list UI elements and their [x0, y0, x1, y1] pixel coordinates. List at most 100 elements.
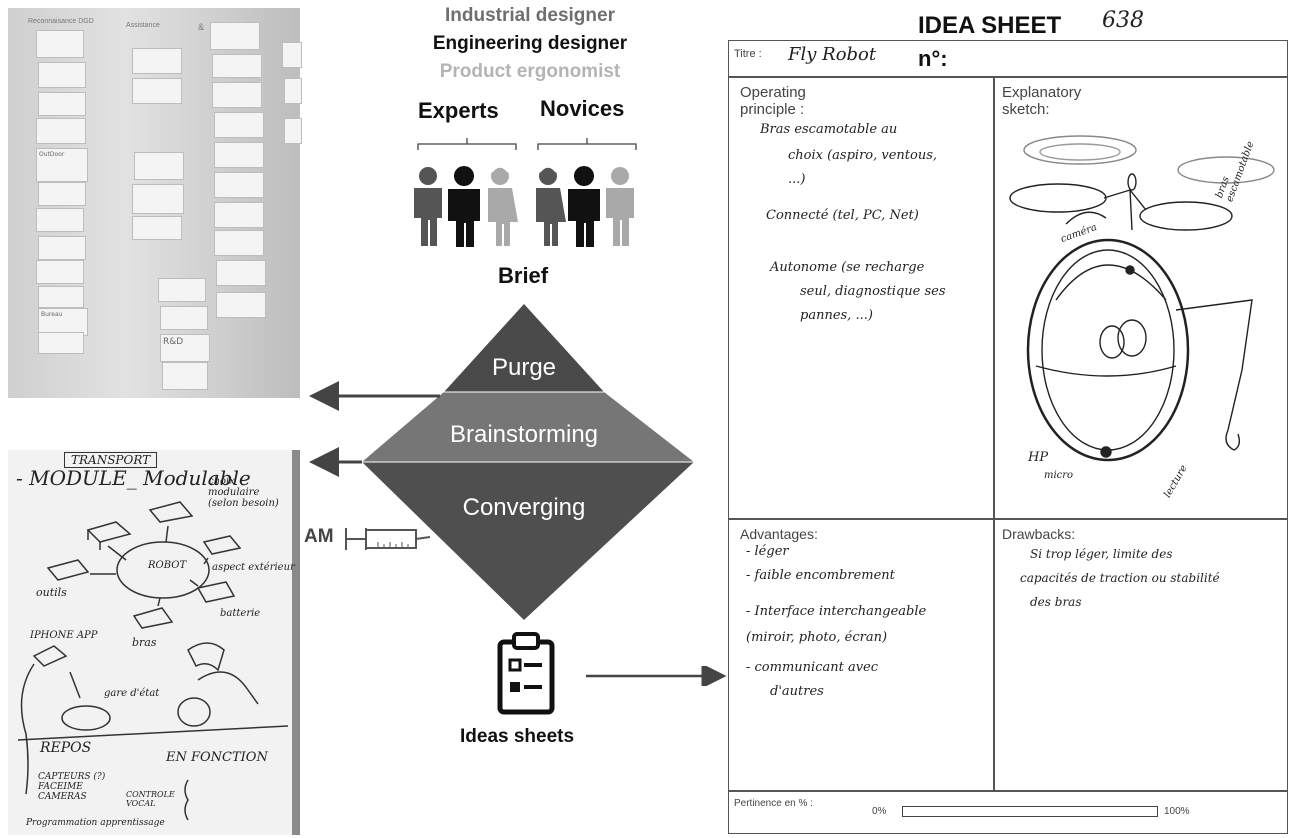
person-icon	[488, 166, 518, 246]
sticky-note	[132, 216, 182, 240]
flipchart-label: IPHONE APP	[30, 630, 98, 641]
sticky-note	[284, 118, 302, 144]
person-icon	[414, 167, 442, 246]
flipchart-label: bras	[132, 636, 157, 649]
sticky-note	[210, 22, 260, 50]
pertinence-bar	[902, 806, 1158, 817]
title-label: Titre :	[734, 48, 762, 60]
sticky-note	[36, 208, 84, 232]
photo-flipchart: TRANSPORT - MODULE_ Modulable choix modu…	[8, 450, 300, 835]
idea-sheet-number-value: 638	[1102, 8, 1144, 33]
title-value: Fly Robot	[788, 44, 877, 65]
role-industrial-designer: Industrial designer	[445, 5, 615, 26]
group-experts-label: Experts	[418, 98, 499, 123]
ideas-sheets-label: Ideas sheets	[460, 726, 575, 747]
sticky-note	[38, 62, 86, 88]
flipchart-label: CAPTEURS (?) FACEIME CAMERAS	[38, 772, 106, 802]
flipchart-subtitle: - MODULE_ Modulable	[16, 466, 251, 490]
idea-sheet-frame	[728, 40, 1288, 834]
phase-purge-shape	[444, 304, 604, 392]
phase-brainstorming-shape	[362, 392, 694, 462]
footer-divider	[728, 790, 1288, 792]
flipchart-edge	[292, 450, 300, 835]
flipchart-title-box: TRANSPORT	[64, 452, 158, 468]
sticky-note	[216, 292, 266, 318]
people-groups	[414, 138, 637, 247]
flipchart-label: CONTROLE VOCAL	[126, 790, 175, 808]
role-engineering-designer: Engineering designer	[432, 33, 628, 54]
advantage-line: - communicant avec	[746, 660, 879, 675]
column-header: Assistance	[126, 22, 160, 29]
sticky-note	[38, 182, 86, 206]
group-novices-label: Novices	[540, 96, 625, 121]
advantages-label: Advantages:	[740, 526, 818, 542]
operating-line: seul, diagnostique ses	[800, 284, 946, 299]
explanatory-sketch-label: Explanatory sketch:	[1002, 84, 1082, 118]
sticky-note	[214, 142, 264, 168]
person-icon	[568, 166, 600, 247]
drawback-line: des bras	[1030, 595, 1082, 609]
sticky-note	[284, 78, 302, 104]
sticky-note	[282, 42, 302, 68]
drawbacks-label: Drawbacks:	[1002, 526, 1076, 542]
flipchart-label: outils	[36, 586, 67, 599]
operating-line: Connecté (tel, PC, Net)	[766, 208, 919, 223]
grid-vertical-divider	[993, 76, 995, 790]
sticky-note	[36, 260, 84, 284]
pertinence-label: Pertinence en % :	[734, 798, 813, 809]
sticky-note	[38, 332, 84, 354]
phase-converging-shape	[362, 462, 694, 620]
am-label: AM	[304, 526, 334, 547]
phase-purge-label: Purge	[491, 354, 557, 381]
operating-line: choix (aspiro, ventous,	[788, 148, 938, 163]
advantage-line: (miroir, photo, écran)	[746, 630, 888, 645]
sticky-note	[212, 54, 262, 78]
sticky-note	[162, 362, 208, 390]
fly-robot-sketch	[1009, 135, 1275, 462]
flipchart-label: gare d'état	[104, 688, 160, 699]
sticky-note	[214, 172, 264, 198]
advantage-line: - faible encombrement	[746, 568, 895, 583]
person-icon	[606, 167, 634, 246]
brief-label: Brief	[498, 263, 549, 288]
operating-principle-label: Operating principle :	[740, 84, 806, 118]
operating-line: Bras escamotable au	[760, 122, 898, 137]
flipchart-label: batterie	[220, 608, 261, 619]
process-diamond	[309, 304, 694, 620]
flipchart-sketch	[17, 501, 289, 821]
sticky-note	[216, 260, 266, 286]
operating-line: pannes, ...)	[800, 308, 873, 323]
pertinence-min: 0%	[872, 806, 887, 817]
advantage-line: - léger	[746, 544, 789, 559]
operating-line: Autonome (se recharge	[770, 260, 925, 275]
sticky-note: OutDoor	[36, 148, 88, 182]
clipboard-icon	[497, 632, 555, 715]
photo-sticky-notes-wall: Reconnaisance DGD Assistance & OutDoor B…	[8, 8, 302, 398]
person-icon	[536, 166, 566, 246]
sticky-note	[36, 30, 84, 58]
flipchart-paper	[8, 450, 296, 835]
sticky-note	[132, 78, 182, 104]
drawback-line: capacités de traction ou stabilité	[1020, 571, 1220, 585]
idea-sheet-heading: IDEA SHEET	[918, 12, 1062, 39]
flipchart-label: choix modulaire (selon besoin)	[208, 476, 279, 509]
sticky-note	[158, 278, 206, 302]
sticky-note	[38, 236, 86, 260]
sketch-note-micro: micro	[1044, 470, 1074, 481]
sticky-note	[36, 118, 86, 144]
phase-brainstorming-label: Brainstorming	[449, 421, 599, 448]
grid-horizontal-divider	[728, 518, 1288, 520]
flipchart-label: Programmation apprentissage	[26, 818, 165, 828]
sticky-note	[134, 152, 184, 180]
advantage-line: d'autres	[770, 684, 824, 699]
flipchart-label: EN FONCTION	[166, 750, 268, 765]
operating-line: ...)	[788, 172, 806, 187]
sticky-note	[212, 82, 262, 108]
flipchart-label: ROBOT	[148, 560, 187, 571]
sticky-note: R&D	[160, 334, 210, 362]
flipchart-label: aspect extérieur	[212, 562, 295, 573]
sticky-note: Bureau	[38, 308, 88, 336]
syringe-icon	[345, 528, 431, 550]
sticky-note	[132, 48, 182, 74]
arrow-to-idea-sheet	[586, 666, 727, 686]
